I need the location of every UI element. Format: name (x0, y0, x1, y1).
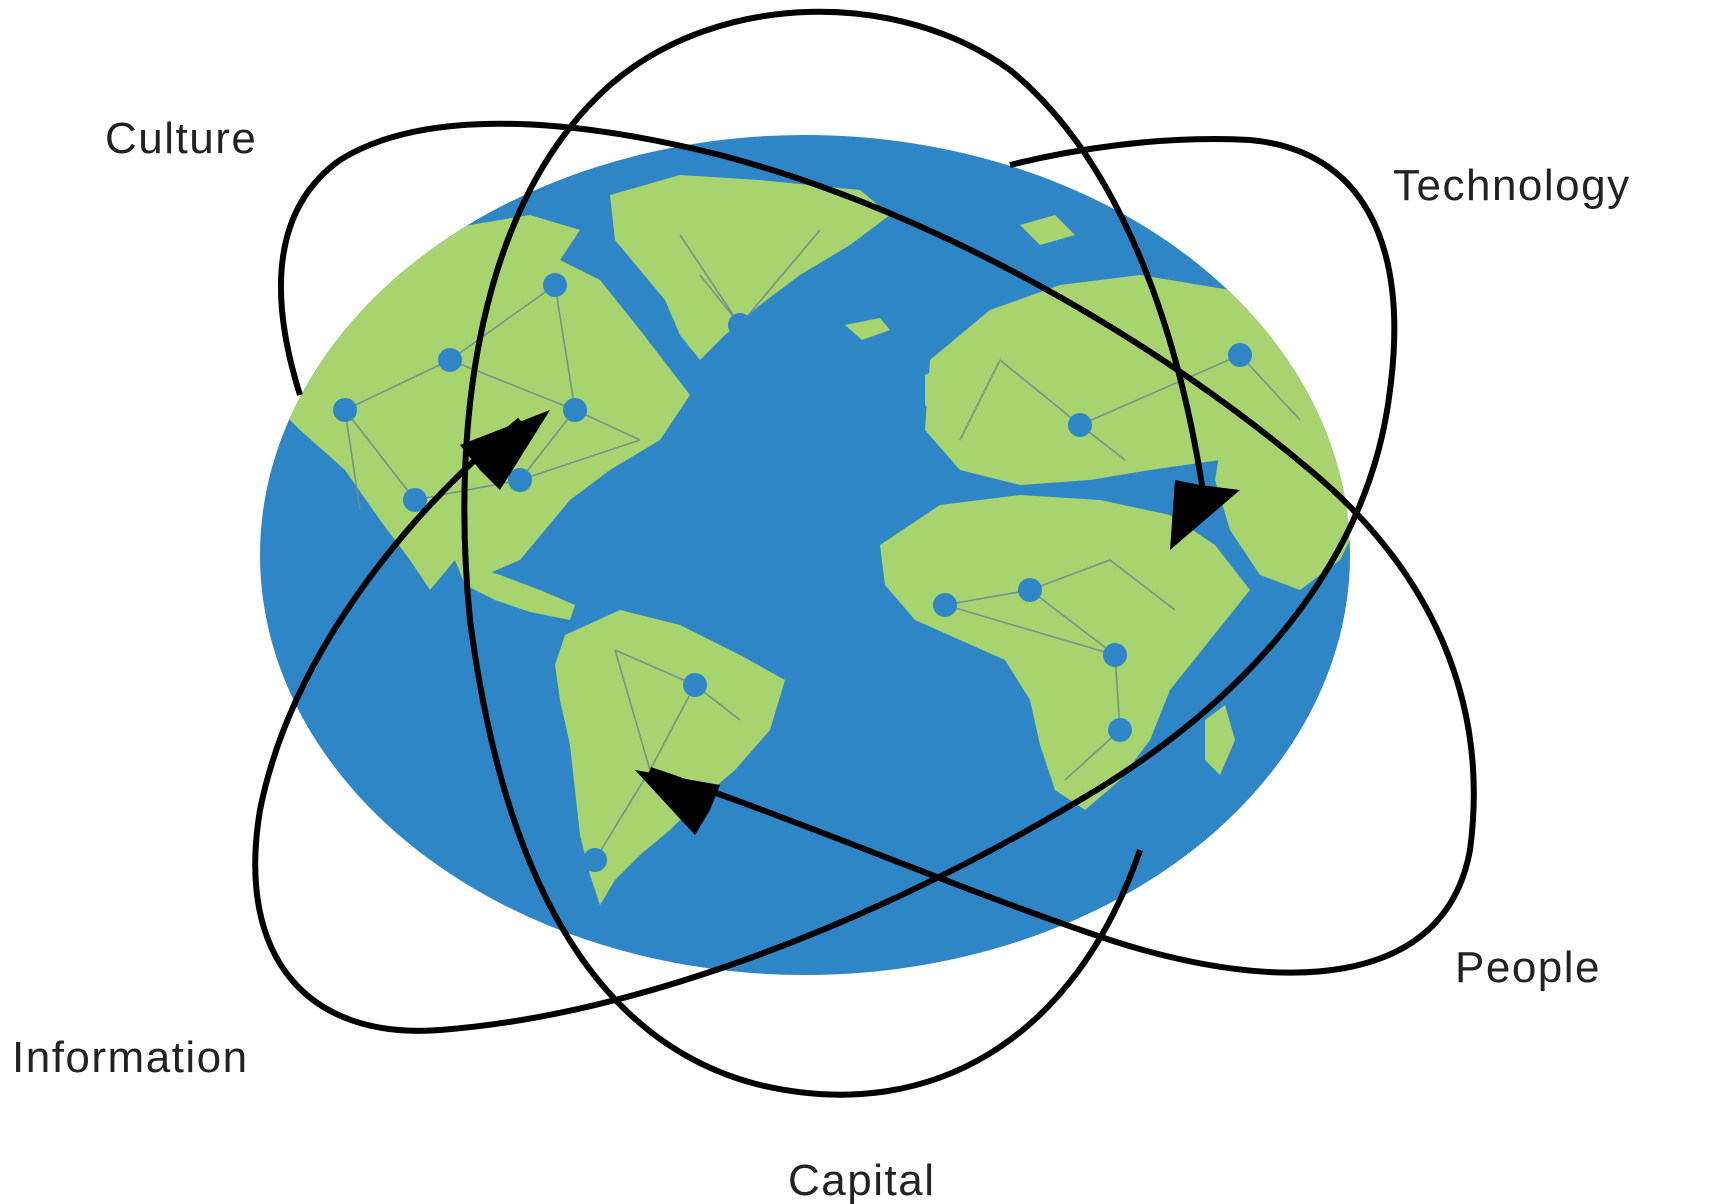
label-information: Information (12, 1033, 249, 1082)
label-people: People (1455, 943, 1601, 992)
globe (260, 135, 1400, 975)
label-capital: Capital (788, 1156, 935, 1204)
label-culture: Culture (105, 114, 257, 163)
label-technology: Technology (1393, 161, 1631, 210)
